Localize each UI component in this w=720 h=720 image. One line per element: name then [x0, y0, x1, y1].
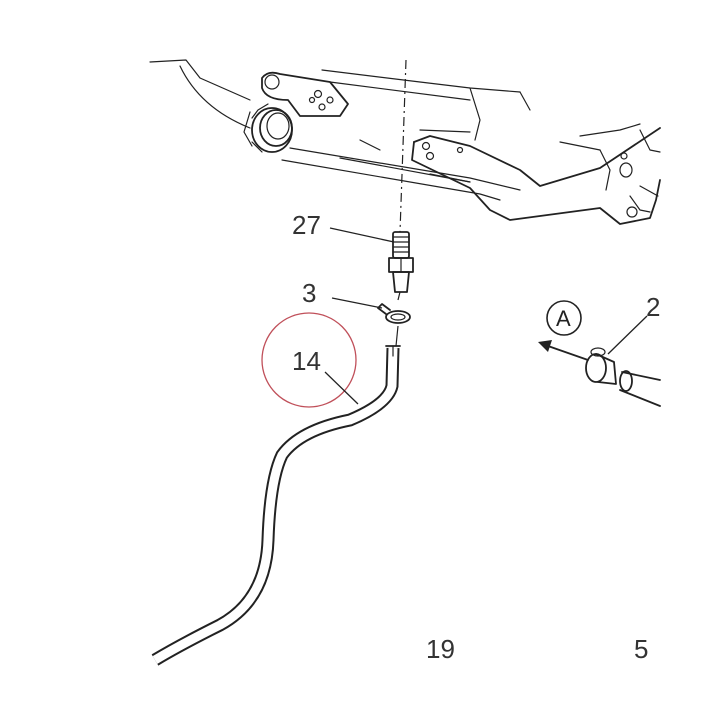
detail-view-a — [538, 300, 661, 407]
callout-14-label: 14 — [292, 346, 321, 376]
view-a-arrow-icon — [538, 340, 552, 352]
assembly-axis-line-lower — [397, 291, 401, 301]
assembly-axis-line — [399, 59, 407, 233]
callout-19-label: 19 — [426, 634, 455, 664]
fitting-detail-part — [585, 347, 661, 407]
callout-3-label: 3 — [302, 278, 316, 308]
callout-5-label: 5 — [634, 634, 648, 664]
highlight-circle — [261, 312, 357, 408]
view-a-label: A — [556, 306, 571, 331]
assembly-axis-line-hose — [395, 325, 399, 347]
callout-27-label: 27 — [292, 210, 321, 240]
chassis-frame — [149, 59, 661, 225]
threaded-fitting-part — [388, 231, 414, 293]
view-a-circle — [546, 300, 582, 336]
leader-lines — [324, 227, 648, 405]
hose-part — [151, 345, 401, 666]
callout-2-label: 2 — [646, 292, 660, 322]
hose-clamp-part — [377, 303, 411, 324]
